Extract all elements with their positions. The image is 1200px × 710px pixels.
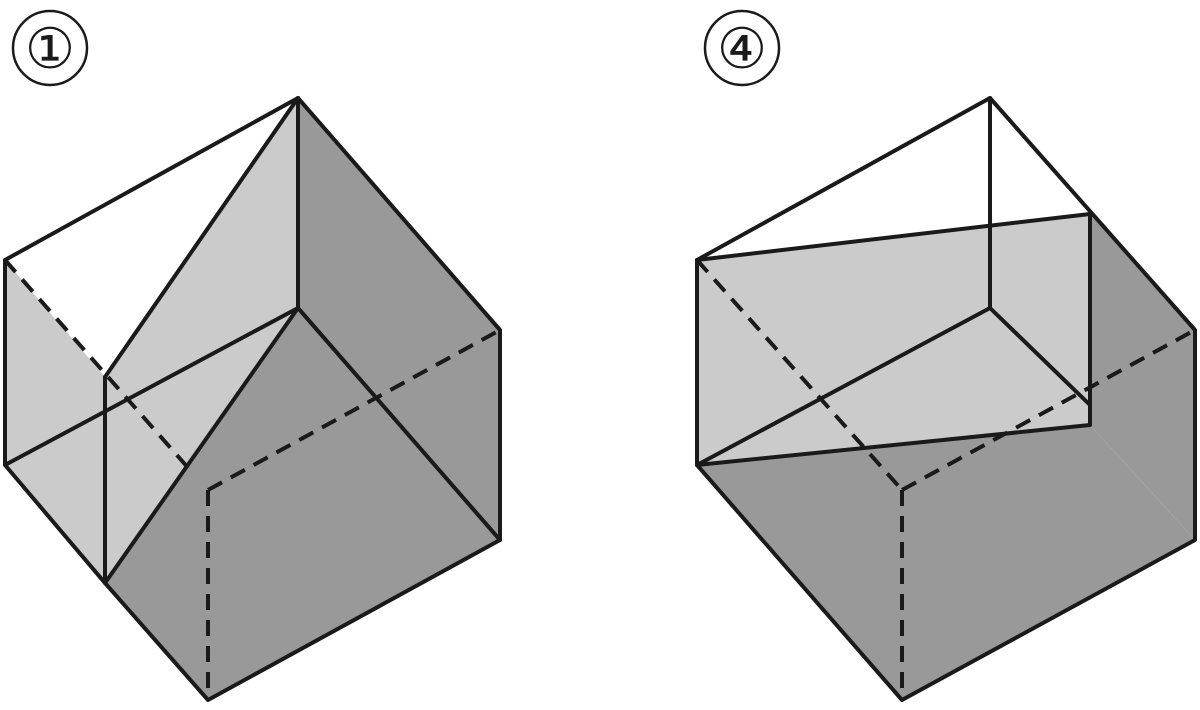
figure-1-label-ring [11,9,89,87]
figure-1-slanted-face [105,98,298,583]
figure-1-outline [3,96,502,702]
figure-4-inner-diagonal [988,306,1092,407]
figure-4-label-text: ④ [717,17,767,82]
figure-4-bottom-cut-edge [695,423,1092,467]
figure-4-right-face [1090,214,1195,540]
figure-1-bottom-triangle [5,400,105,583]
figure-1-lower-slant-edge [103,306,300,585]
figure-1-lower-right-edge [296,306,502,542]
figure-4-label: ④ [703,9,781,87]
figure-1-label: ① [11,9,89,87]
figure-4-hidden-back-edge [901,328,1196,492]
figure-4-bottom-face [697,425,1195,700]
figure-1-right-face [298,98,500,540]
figure-1-label-text: ① [25,17,75,82]
figure-1-slant-edge [103,96,300,379]
figure-1-hidden-back-edge [207,328,501,492]
figure-4-top-cut-edge [695,212,1092,262]
figure-4: ④ [695,9,1197,702]
figure-1-cross-edge [3,306,300,467]
figure-1-hidden-diagonal [3,258,192,472]
figure-1-front-face [105,308,500,700]
figure-4-label-ring [703,9,781,87]
figure-4-cross-edge [695,306,992,467]
figure-1: ① [3,9,502,702]
